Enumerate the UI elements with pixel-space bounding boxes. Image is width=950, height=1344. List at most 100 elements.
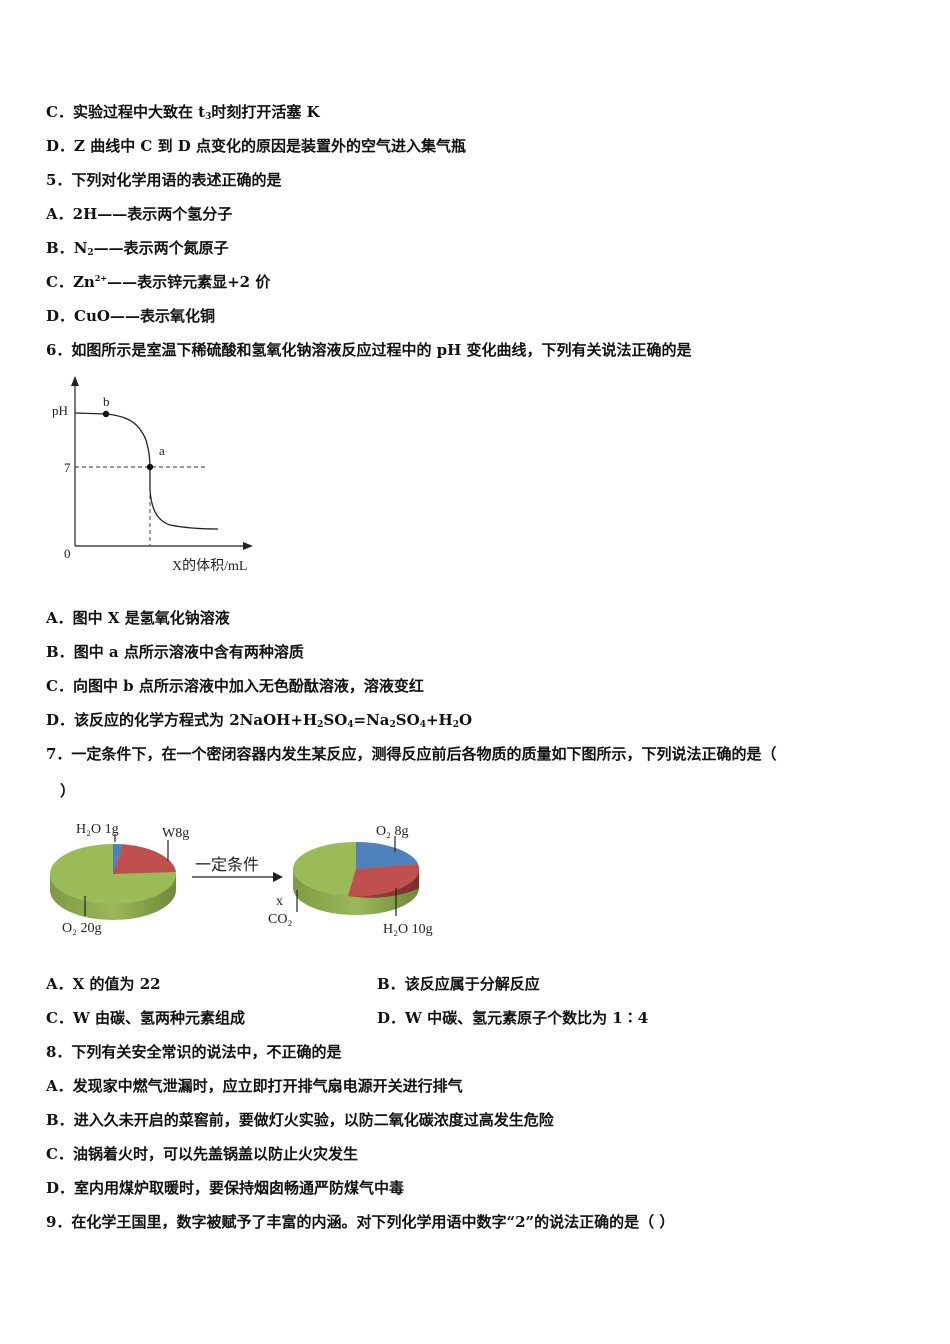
option-text: X 的值为 22	[72, 975, 161, 993]
option-text: 向图中 b 点所示溶液中加入无色酚酞溶液，溶液变红	[72, 677, 424, 695]
formula-part: O	[458, 711, 473, 729]
subscript: 2	[87, 248, 94, 258]
option-label: A．	[46, 609, 73, 627]
option-label: A．	[46, 975, 73, 993]
option-label: B．	[46, 239, 74, 257]
option-text: Z 曲线中 C 到 D 点变化的原因是装置外的空气进入集气瓶	[74, 137, 467, 155]
dash: ——	[93, 239, 124, 257]
subscript: 2	[452, 720, 459, 730]
q6-option-b: B．图中 a 点所示溶液中含有两种溶质	[46, 642, 304, 662]
option-text: 表示氧化铜	[139, 307, 215, 325]
option-label: C．	[46, 1145, 73, 1163]
option-text: W 中碳、氢元素原子个数比为 1∶4	[405, 1009, 649, 1027]
subscript: 4	[347, 720, 354, 730]
q5-option-a: A．2H——表示两个氢分子	[46, 204, 232, 224]
pie-after: O₂ 8g x CO₂ H₂O 10g	[268, 824, 433, 937]
pie-before: H₂O 1g W8g O₂ 20g	[50, 822, 189, 936]
option-text: 该反应的化学方程式为 2NaOH+H	[74, 711, 318, 729]
q6-option-a: A．图中 X 是氢氧化钠溶液	[46, 608, 230, 628]
reaction-arrow: 一定条件	[192, 855, 283, 882]
formula: CuO	[74, 307, 110, 325]
option-text: W 由碳、氢两种元素组成	[72, 1009, 246, 1027]
after-co2-label: CO₂	[268, 912, 292, 927]
formula: 2H	[72, 205, 98, 223]
option-label: C．	[46, 1009, 73, 1027]
option-text: 油锅着火时，可以先盖锅盖以防止火灾发生	[72, 1145, 358, 1163]
option-text: 表示两个氢分子	[127, 205, 233, 223]
option-label: D．	[46, 711, 75, 729]
option-text: 图中 X 是氢氧化钠溶液	[72, 609, 230, 627]
formula-part: SO	[395, 711, 420, 729]
q7-option-d: D．W 中碳、氢元素原子个数比为 1∶4	[377, 1008, 648, 1028]
option-text: 表示锌元素显+2 价	[137, 273, 271, 291]
point-b-label: b	[103, 394, 110, 409]
after-o2-label: O₂ 8g	[376, 824, 409, 839]
q5-option-d: D．CuO——表示氧化铜	[46, 306, 215, 326]
option-text: 表示两个氮原子	[123, 239, 229, 257]
subscript: 2	[317, 720, 324, 730]
q5-stem: 5．下列对化学用语的表述正确的是	[46, 171, 282, 189]
option-label: C．	[46, 103, 73, 121]
mass-pie-svg: H₂O 1g W8g O₂ 20g 一定条件 O₂ 8g x CO₂ H₂O 1…	[50, 822, 433, 937]
q9-stem: 9．在化学王国里，数字被赋予了丰富的内涵。对下列化学用语中数字“2”的说法正确的…	[46, 1213, 675, 1231]
dash: ——	[109, 307, 140, 325]
option-text: 图中 a 点所示溶液中含有两种溶质	[73, 643, 304, 661]
arrow-condition-label: 一定条件	[195, 855, 259, 874]
after-h2o-label: H₂O 10g	[383, 922, 433, 937]
option-label: D．	[377, 1009, 406, 1027]
q8-option-b: B．进入久未开启的菜窖前，要做灯火实验，以防二氧化碳浓度过高发生危险	[46, 1110, 554, 1130]
after-x-label: x	[276, 894, 283, 909]
formula-part: =Na	[353, 711, 390, 729]
option-label: C．	[46, 273, 73, 291]
formula: Zn	[72, 273, 95, 291]
option-label: D．	[46, 307, 75, 325]
point-a-label: a	[159, 443, 165, 458]
origin-label: 0	[64, 546, 71, 561]
q7-stem-close: ）	[60, 782, 76, 800]
option-text: 发现家中燃气泄漏时，应立即打开排气扇电源开关进行排气	[72, 1077, 463, 1095]
q4-option-d: D．Z 曲线中 C 到 D 点变化的原因是装置外的空气进入集气瓶	[46, 136, 466, 156]
q6-option-d: D．该反应的化学方程式为 2NaOH+H2SO4=Na2SO4+H2O	[46, 710, 472, 730]
subscript: 2	[389, 720, 396, 730]
y-axis-label: pH	[52, 403, 68, 418]
q6-stem: 6．如图所示是室温下稀硫酸和氢氧化钠溶液反应过程中的 pH 变化曲线，下列有关说…	[46, 341, 692, 359]
q7-option-b: B．该反应属于分解反应	[377, 974, 540, 994]
option-label: D．	[46, 1179, 75, 1197]
formula-part: +H	[425, 711, 453, 729]
formula-part: SO	[323, 711, 348, 729]
superscript: 2+	[94, 273, 108, 283]
q7-option-c: C．W 由碳、氢两种元素组成	[46, 1008, 245, 1028]
option-label: A．	[46, 1077, 73, 1095]
option-label: A．	[46, 205, 73, 223]
option-text: 实验过程中大致在 t	[72, 103, 206, 121]
option-text: 该反应属于分解反应	[404, 975, 540, 993]
ph-curve-figure: b a pH 7 0 X的体积/mL	[40, 370, 280, 585]
before-o2-label: O₂ 20g	[62, 921, 102, 936]
dash: ——	[107, 273, 138, 291]
option-text: 室内用煤炉取暖时，要保持烟囱畅通严防煤气中毒	[74, 1179, 405, 1197]
subscript: 4	[419, 720, 426, 730]
option-label: B．	[377, 975, 405, 993]
q5-option-b: B．N2——表示两个氮原子	[46, 238, 229, 258]
mass-pie-figure: H₂O 1g W8g O₂ 20g 一定条件 O₂ 8g x CO₂ H₂O 1…	[40, 812, 460, 947]
option-text: 时刻打开活塞 K	[211, 103, 320, 121]
q5-option-c: C．Zn2+——表示锌元素显+2 价	[46, 272, 270, 292]
q8-option-d: D．室内用煤炉取暖时，要保持烟囱畅通严防煤气中毒	[46, 1178, 404, 1198]
formula: N	[73, 239, 88, 257]
y-tick-7: 7	[64, 460, 71, 475]
x-axis-label: X的体积/mL	[172, 558, 247, 574]
q7-stem: 7．一定条件下，在一个密闭容器内发生某反应，测得反应前后各物质的质量如下图所示，…	[46, 745, 777, 763]
option-label: B．	[46, 1111, 74, 1129]
q6-option-c: C．向图中 b 点所示溶液中加入无色酚酞溶液，溶液变红	[46, 676, 424, 696]
option-label: D．	[46, 137, 75, 155]
ph-curve-svg: b a pH 7 0 X的体积/mL	[52, 376, 253, 574]
option-label: C．	[46, 677, 73, 695]
before-h2o-label: H₂O 1g	[76, 822, 119, 837]
q8-stem: 8．下列有关安全常识的说法中，不正确的是	[46, 1043, 342, 1061]
q8-option-a: A．发现家中燃气泄漏时，应立即打开排气扇电源开关进行排气	[46, 1076, 463, 1096]
q8-option-c: C．油锅着火时，可以先盖锅盖以防止火灾发生	[46, 1144, 358, 1164]
subscript: 3	[205, 112, 212, 122]
q7-option-a: A．X 的值为 22	[46, 974, 161, 994]
option-label: B．	[46, 643, 74, 661]
option-text: 进入久未开启的菜窖前，要做灯火实验，以防二氧化碳浓度过高发生危险	[73, 1111, 554, 1129]
